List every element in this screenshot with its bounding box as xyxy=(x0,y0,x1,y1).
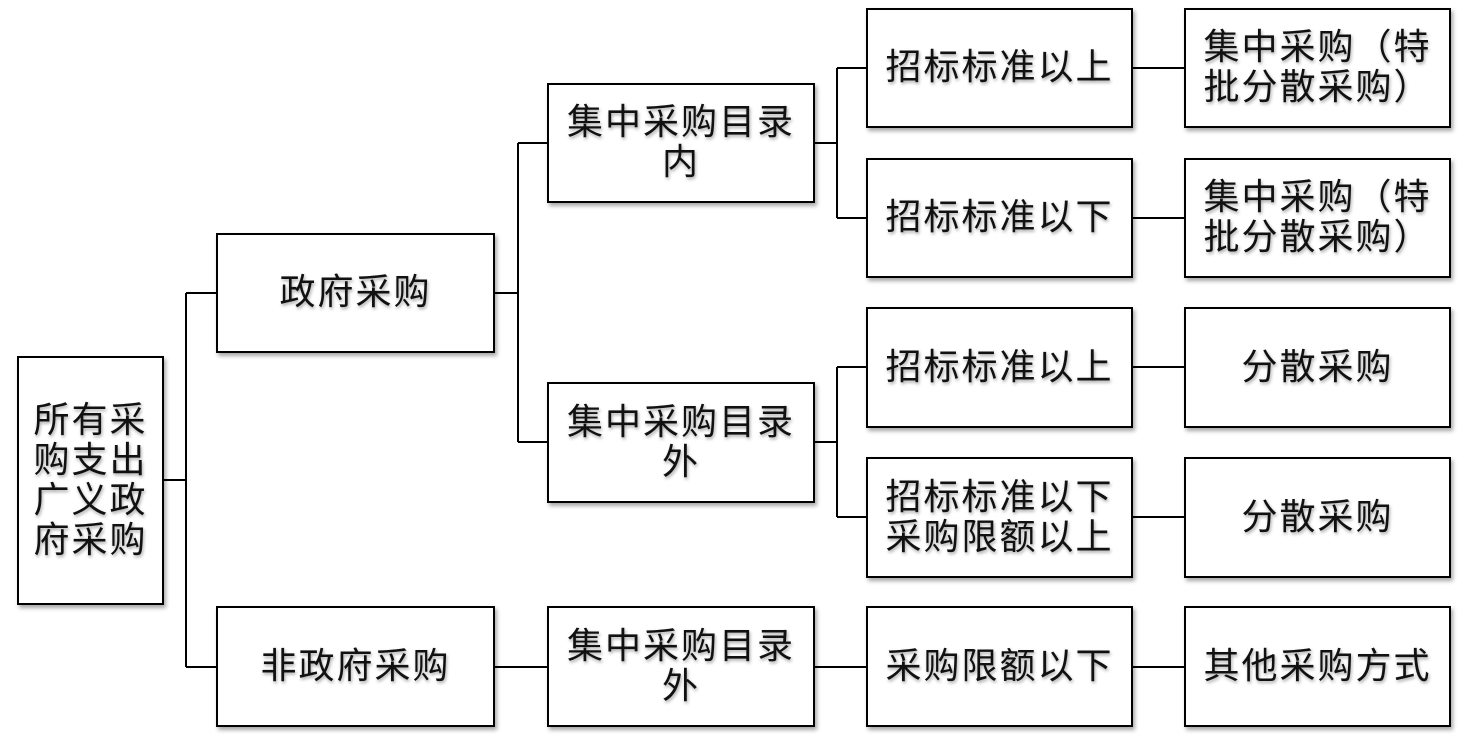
inside-above-threshold-node: 招标标准以上 xyxy=(866,8,1133,128)
outside-below-threshold-node: 招标标准以下 采购限额以上 xyxy=(866,457,1133,578)
result-node-5: 其他采购方式 xyxy=(1184,606,1451,727)
result-label-4: 分散采购 xyxy=(1241,496,1394,538)
inside-catalog-label: 集中采购目录 内 xyxy=(566,102,795,183)
outside-above-threshold-node: 招标标准以上 xyxy=(866,307,1133,428)
outside-below-threshold-label: 招标标准以下 采购限额以上 xyxy=(885,476,1114,558)
connector-gov-branch xyxy=(495,142,547,443)
outside-catalog-nongov-label: 集中采购目录 外 xyxy=(566,625,795,707)
root-node: 所有采 购支出 广义政 府采购 xyxy=(17,356,164,605)
root-node-label: 所有采 购支出 广义政 府采购 xyxy=(33,399,148,561)
connector-results xyxy=(1133,67,1184,668)
inside-below-threshold-label: 招标标准以下 xyxy=(885,197,1114,238)
inside-above-threshold-label: 招标标准以上 xyxy=(885,47,1114,88)
inside-below-threshold-node: 招标标准以下 xyxy=(866,158,1133,278)
government-procurement-node: 政府采购 xyxy=(216,233,495,353)
government-procurement-label: 政府采购 xyxy=(279,272,432,313)
below-purchase-limit-label: 采购限额以下 xyxy=(885,645,1114,687)
below-purchase-limit-node: 采购限额以下 xyxy=(866,606,1133,727)
result-label-5: 其他采购方式 xyxy=(1203,645,1432,687)
non-government-procurement-node: 非政府采购 xyxy=(216,606,495,727)
result-label-2: 集中采购（特 批分散采购） xyxy=(1203,177,1432,258)
connector-root-branch xyxy=(164,292,216,668)
connector-out-branch xyxy=(815,366,866,518)
connector-in-branch xyxy=(815,67,866,219)
result-label-3: 分散采购 xyxy=(1241,346,1394,388)
inside-catalog-node: 集中采购目录 内 xyxy=(547,83,815,203)
result-node-1: 集中采购（特 批分散采购） xyxy=(1184,8,1451,128)
outside-above-threshold-label: 招标标准以上 xyxy=(885,346,1114,388)
result-node-3: 分散采购 xyxy=(1184,307,1451,428)
outside-catalog-label: 集中采购目录 外 xyxy=(566,401,795,483)
outside-catalog-node: 集中采购目录 外 xyxy=(547,382,815,503)
non-government-procurement-label: 非政府采购 xyxy=(260,645,451,687)
result-node-4: 分散采购 xyxy=(1184,457,1451,578)
outside-catalog-nongov-node: 集中采购目录 外 xyxy=(547,606,815,727)
result-label-1: 集中采购（特 批分散采购） xyxy=(1203,27,1432,108)
result-node-2: 集中采购（特 批分散采购） xyxy=(1184,158,1451,278)
